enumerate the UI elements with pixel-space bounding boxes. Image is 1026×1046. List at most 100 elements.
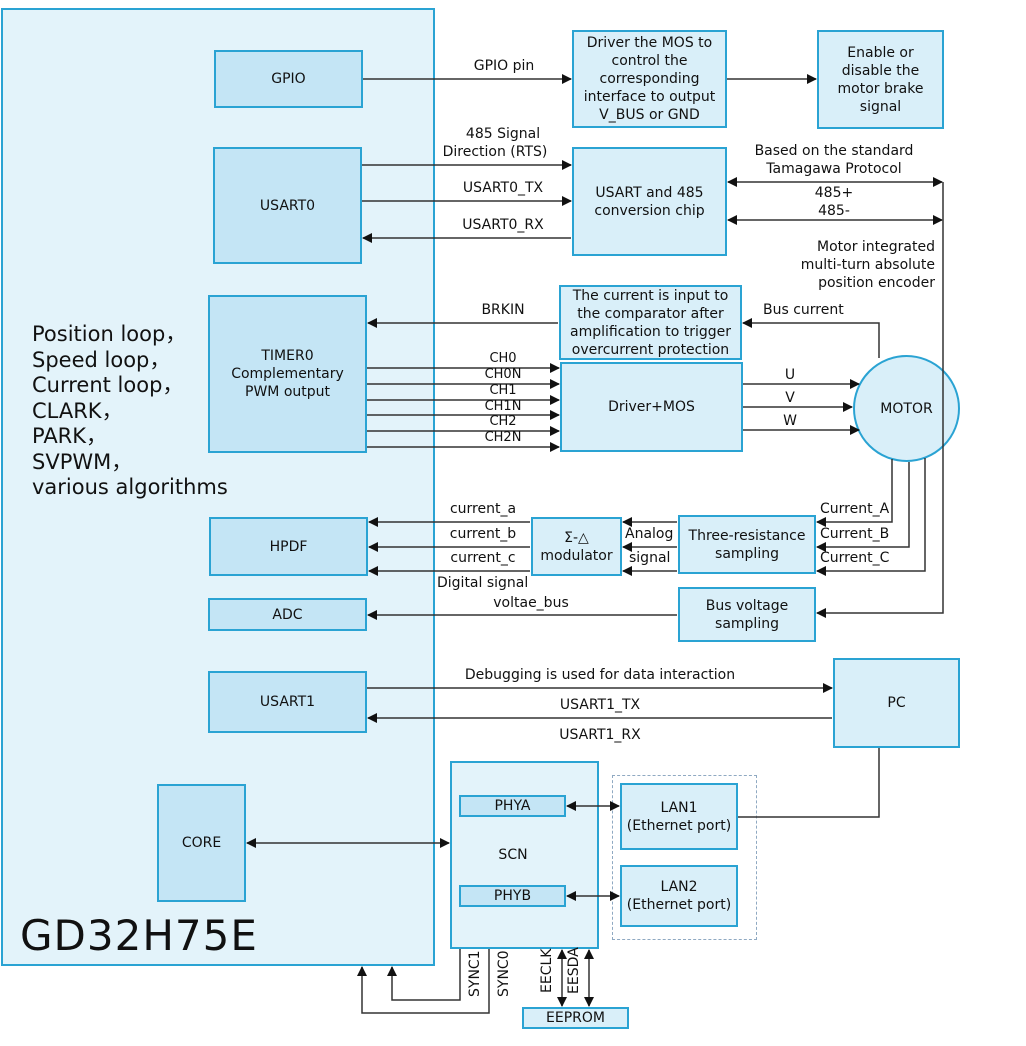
timer0-label: PWM output xyxy=(245,384,330,400)
phase-w-label: W xyxy=(783,413,797,429)
core-label: CORE xyxy=(181,835,222,851)
current-c-lower-label: current_c xyxy=(450,550,516,566)
block-text: (Ethernet port) xyxy=(626,897,732,913)
gpio-label: GPIO xyxy=(271,71,306,87)
wire-encoder-feedback xyxy=(816,182,944,618)
block-text: the comparator after xyxy=(577,305,724,322)
block-text: PHYB xyxy=(493,888,532,904)
usart0-tx-label: USART0_TX xyxy=(462,180,544,196)
analog-signal-label: signal xyxy=(629,550,671,566)
block-text: Driver+MOS xyxy=(608,399,695,415)
usart0-rx-label: USART0_RX xyxy=(462,217,544,233)
usart1-label: USART1 xyxy=(259,694,316,710)
block-text: sampling xyxy=(715,545,779,562)
tamagawa-label: Based on the standard xyxy=(754,143,914,159)
wire-current-c-upper xyxy=(816,458,926,576)
block-text: USART and 485 xyxy=(595,184,704,201)
digital-signal-label: Digital signal xyxy=(437,575,529,591)
encoder-label: multi-turn absolute xyxy=(800,257,935,273)
wire-sync1 xyxy=(387,949,461,1001)
timer0-block: TIMER0 Complementary PWM output xyxy=(208,295,367,453)
wire-current-b-upper xyxy=(816,462,910,552)
block-text: Three-resistance xyxy=(688,527,806,544)
pc-block: PC xyxy=(833,658,960,748)
usart1-block: USART1 xyxy=(208,671,367,733)
wire-bus-current xyxy=(742,318,880,358)
usart0-label: USART0 xyxy=(259,197,316,214)
block-text: Driver the MOS to xyxy=(586,35,713,51)
block-text: V_BUS or GND xyxy=(599,107,700,123)
phya-block: PHYA xyxy=(459,795,566,817)
rs485-minus-label: 485- xyxy=(818,203,850,219)
ch2-label: CH2 xyxy=(489,414,517,429)
current-a-lower-label: current_a xyxy=(449,501,517,517)
usart1-rx-label: USART1_RX xyxy=(559,727,641,743)
block-text: motor brake xyxy=(837,80,924,97)
phase-v-label: V xyxy=(785,390,795,406)
motor-brake-block: Enable or disable the motor brake signal xyxy=(817,30,944,129)
block-text: corresponding xyxy=(599,71,700,87)
block-text: control the xyxy=(611,53,688,69)
block-text: conversion chip xyxy=(594,202,705,219)
rts-label: 485 Signal xyxy=(465,126,541,142)
ch0-label: CH0 xyxy=(489,351,517,366)
block-text: (Ethernet port) xyxy=(626,817,732,834)
current-c-upper-label: Current_C xyxy=(820,550,890,566)
usart1-tx-label: USART1_TX xyxy=(559,697,641,713)
block-text: PHYA xyxy=(494,798,531,814)
block-text: modulator xyxy=(540,547,613,564)
comparator-block: The current is input to the comparator a… xyxy=(559,285,742,360)
bus-current-label: Bus current xyxy=(763,302,844,318)
adc-block: ADC xyxy=(208,598,367,631)
wire-current-a-upper xyxy=(816,459,893,527)
sigma-delta-modulator-block: Σ-△ modulator xyxy=(531,517,622,576)
current-b-upper-label: Current_B xyxy=(820,526,890,542)
timer0-label: TIMER0 xyxy=(261,348,314,364)
gpio-pin-label: GPIO pin xyxy=(473,58,535,74)
debug-label: Debugging is used for data interaction xyxy=(464,667,736,683)
driver-mos-block: Driver+MOS xyxy=(560,362,743,452)
algorithm-item: Speed loop， xyxy=(32,347,171,372)
block-text: PC xyxy=(887,695,906,711)
rts-label: Direction (RTS) xyxy=(442,144,548,160)
block-text: MOTOR xyxy=(880,400,933,417)
ethernet-port-group xyxy=(612,775,757,940)
motor-block: MOTOR xyxy=(853,355,960,462)
ch1n-label: CH1N xyxy=(484,399,522,414)
usart-485-chip-block: USART and 485 conversion chip xyxy=(572,147,727,256)
phase-u-label: U xyxy=(784,367,796,383)
phyb-block: PHYB xyxy=(459,885,566,907)
core-block: CORE xyxy=(157,784,246,902)
chip-name: GD32H75E xyxy=(20,911,258,960)
current-b-lower-label: current_b xyxy=(449,526,517,542)
algorithm-item: SVPWM， xyxy=(32,449,133,474)
encoder-label: position encoder xyxy=(818,275,935,291)
block-text: sampling xyxy=(715,615,779,632)
algorithm-item: various algorithms xyxy=(32,475,228,499)
algorithm-item: Current loop， xyxy=(32,373,184,397)
scn-label: SCN xyxy=(498,847,528,863)
block-text: Bus voltage xyxy=(705,597,789,614)
algorithm-list: Position loop， Speed loop， Current loop，… xyxy=(32,322,228,501)
algorithm-item: Position loop， xyxy=(32,322,187,346)
ch0n-label: CH0N xyxy=(484,367,522,382)
algorithm-item: PARK， xyxy=(32,424,108,448)
block-text: disable the xyxy=(841,62,920,79)
three-resistance-sampling-block: Three-resistance sampling xyxy=(678,515,816,574)
timer0-label: Complementary xyxy=(231,366,344,382)
sync1-label: SYNC1 xyxy=(467,950,483,997)
eeclk-label: EECLK xyxy=(539,948,555,993)
block-text: LAN2 xyxy=(660,879,698,895)
ch1-label: CH1 xyxy=(489,383,517,398)
mos-driver-output-block: Driver the MOS to control the correspond… xyxy=(572,30,727,128)
block-text: amplification to trigger xyxy=(569,323,732,340)
hpdf-block: HPDF xyxy=(209,517,368,576)
block-text: overcurrent protection xyxy=(571,341,730,358)
gpio-block: GPIO xyxy=(214,50,363,108)
wire-sync0 xyxy=(357,949,490,1014)
voltage-bus-label: voltae_bus xyxy=(493,595,569,611)
block-text: signal xyxy=(859,98,902,115)
adc-label: ADC xyxy=(272,606,303,623)
scn-block xyxy=(450,761,599,949)
